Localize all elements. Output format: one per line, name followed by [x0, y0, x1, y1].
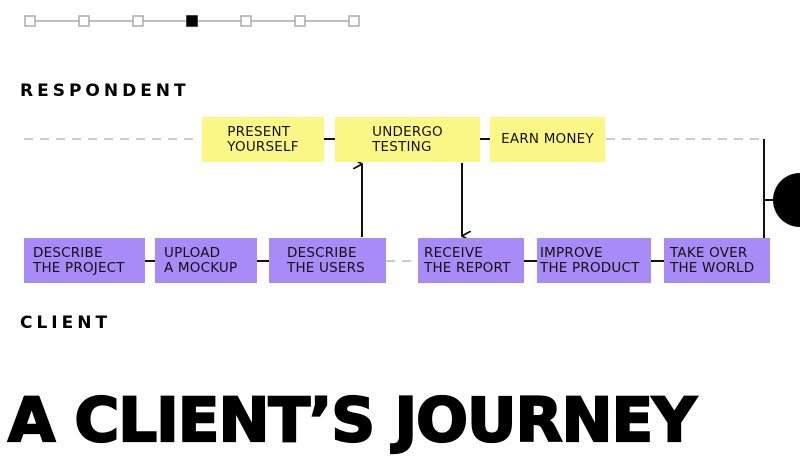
respondent-lane-label: RESPONDENT — [20, 81, 190, 101]
stepper-dot — [24, 15, 36, 27]
step-take-over-world: TAKE OVER THE WORLD — [664, 238, 770, 283]
step-label: TAKE OVER THE WORLD — [670, 244, 755, 276]
step-describe-users: DESCRIBE THE USERS — [269, 238, 386, 283]
step-earn-money: EARN MONEY — [490, 117, 605, 162]
stepper-dot — [240, 15, 252, 27]
step-receive-report: RECEIVE THE REPORT — [418, 238, 524, 283]
step-upload-mockup: UPLOAD A MOCKUP — [155, 238, 257, 283]
progress-stepper — [24, 15, 360, 27]
stepper-dot — [78, 15, 90, 27]
step-describe-project: DESCRIBE THE PROJECT — [24, 238, 145, 283]
step-undergo-testing: UNDERGO TESTING — [335, 117, 480, 162]
client-lane-label: CLIENT — [20, 313, 112, 333]
step-label: UNDERGO TESTING — [372, 123, 443, 155]
stepper-dot — [294, 15, 306, 27]
step-label: DESCRIBE THE USERS — [287, 244, 365, 276]
step-label: DESCRIBE THE PROJECT — [33, 244, 125, 276]
step-label: IMPROVE THE PRODUCT — [540, 244, 640, 276]
stepper-dot — [132, 15, 144, 27]
step-improve-product: IMPROVE THE PRODUCT — [537, 238, 651, 283]
step-label: PRESENT YOURSELF — [227, 123, 299, 155]
stepper-dot — [348, 15, 360, 27]
step-label: RECEIVE THE REPORT — [424, 244, 511, 276]
step-present-yourself: PRESENT YOURSELF — [202, 117, 324, 162]
step-label: UPLOAD A MOCKUP — [164, 244, 238, 276]
step-label: EARN MONEY — [501, 131, 594, 147]
page-title: A CLIENT’S JOURNEY — [7, 384, 698, 456]
stepper-dot-active — [186, 15, 198, 27]
end-circle — [773, 173, 800, 227]
